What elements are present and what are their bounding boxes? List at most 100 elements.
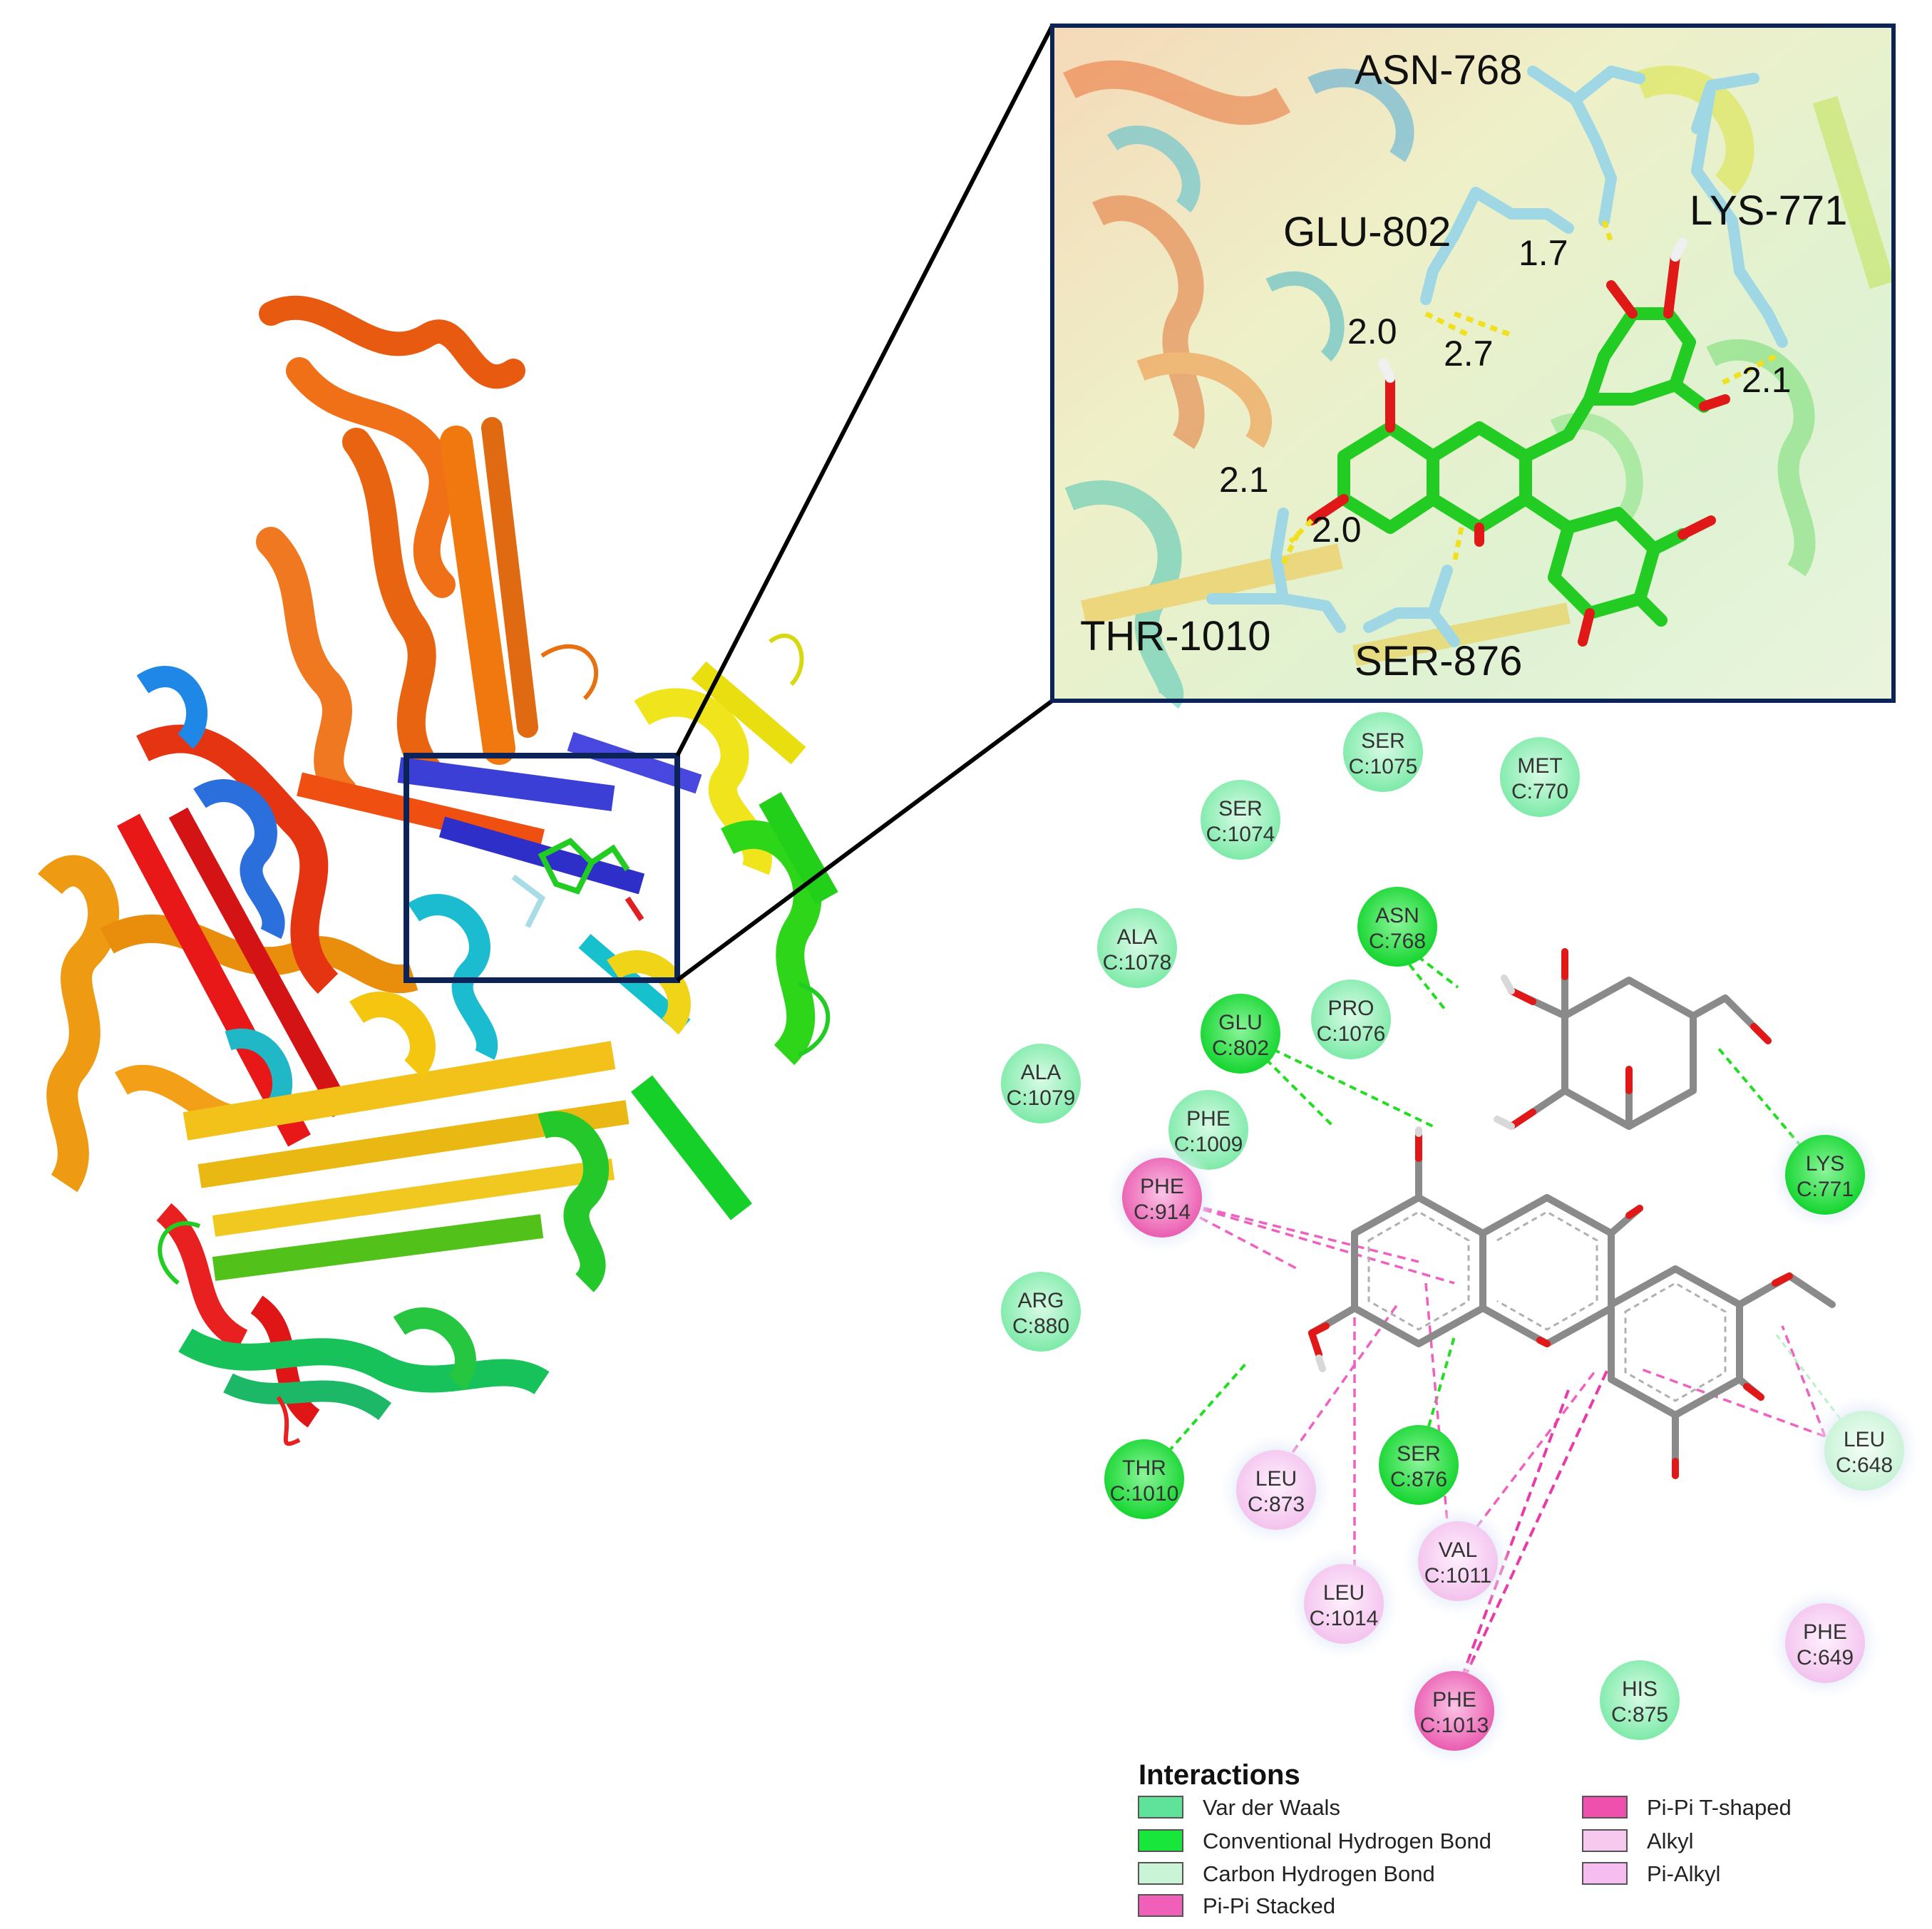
residue-name: LEU (1255, 1467, 1297, 1491)
residue-name: PHE (1803, 1620, 1847, 1644)
legend-label: Conventional Hydrogen Bond (1203, 1828, 1491, 1853)
ribbon-helix-orange-top (256, 295, 538, 806)
residue-disc (1201, 994, 1280, 1074)
legend-item: Carbon Hydrogen Bond (1138, 1861, 1435, 1886)
residue-name: MET (1517, 754, 1562, 778)
residue-id: C:1075 (1349, 755, 1418, 778)
residue-name: THR (1122, 1456, 1166, 1480)
residue-name: ARG (1017, 1289, 1064, 1312)
residue-leu-c648: LEU C:648 (1809, 1395, 1920, 1506)
ligand-aromatic-rings (1367, 1210, 1727, 1402)
residue-name: PHE (1432, 1688, 1476, 1712)
legend-swatch (1582, 1796, 1628, 1819)
legend-label: Var der Waals (1203, 1795, 1340, 1820)
residue-name: PHE (1186, 1107, 1230, 1131)
distance-label: 2.0 (1312, 510, 1362, 550)
residue-name: SER (1397, 1442, 1441, 1466)
zoom-label-ser-876: SER-876 (1355, 638, 1522, 684)
residue-disc (1304, 1564, 1384, 1644)
residue-name: ALA (1117, 925, 1158, 949)
legend-label: Alkyl (1647, 1828, 1693, 1853)
residue-name: ASN (1375, 904, 1419, 927)
legend-item: Pi-Pi Stacked (1138, 1893, 1335, 1918)
residue-name: LYS (1806, 1152, 1844, 1176)
ligand-heteroatoms (1307, 237, 1730, 647)
residue-disc (1097, 908, 1177, 988)
ribbon-core-red (117, 724, 545, 1428)
legend-label: Carbon Hydrogen Bond (1203, 1861, 1435, 1886)
distance-label: 2.1 (1219, 460, 1269, 500)
residue-name: PHE (1140, 1175, 1184, 1198)
zoom-label-asn-768: ASN-768 (1355, 47, 1522, 93)
residue-id: C:1076 (1317, 1022, 1386, 1046)
residue-asn-c768: ASN C:768 (1357, 887, 1437, 967)
legend-item: Pi-Pi T-shaped (1582, 1795, 1792, 1820)
residue-id: C:649 (1797, 1646, 1854, 1670)
ribbon-green (178, 792, 838, 1421)
distance-label: 1.7 (1519, 233, 1568, 273)
distance-label: 2.1 (1742, 360, 1792, 400)
residue-name: LEU (1323, 1581, 1365, 1605)
residue-name: SER (1361, 729, 1405, 753)
residue-id: C:880 (1012, 1315, 1069, 1338)
zoom-frame (1050, 24, 1896, 703)
residue-disc (1785, 1135, 1865, 1215)
residue-id: C:873 (1248, 1493, 1305, 1516)
residue-disc (1201, 780, 1280, 860)
residue-disc (1418, 1521, 1498, 1601)
ligand-skeleton-2d (1308, 948, 1836, 1479)
residue-name: LEU (1844, 1428, 1885, 1451)
zoom-panel: ASN-768 GLU-802 LYS-771 THR-1010 SER-876… (1050, 24, 1896, 709)
residue-id: C:1078 (1103, 951, 1172, 974)
residue-disc (1001, 1044, 1081, 1123)
residue-disc (1600, 1660, 1680, 1740)
residue-disc (1785, 1603, 1865, 1683)
residue-id: C:768 (1369, 930, 1426, 953)
legend-swatch (1582, 1862, 1628, 1885)
residue-disc (1001, 1272, 1081, 1352)
residue-disc (1122, 1158, 1202, 1238)
distance-label: 2.7 (1444, 334, 1494, 374)
legend-swatch (1582, 1829, 1628, 1852)
residue-id: C:648 (1836, 1454, 1893, 1477)
residue-id: C:770 (1511, 780, 1568, 803)
interaction-lines-strong-pi (1449, 1361, 1613, 1708)
residue-id: C:875 (1611, 1703, 1668, 1727)
legend-item: Conventional Hydrogen Bond (1138, 1828, 1491, 1853)
residue-id: C:876 (1390, 1468, 1447, 1491)
residue-name: SER (1218, 797, 1263, 821)
residue-name: GLU (1218, 1011, 1263, 1034)
residue-id: C:1014 (1310, 1607, 1379, 1630)
legend-item: Alkyl (1582, 1828, 1693, 1853)
zoom-label-lys-771: LYS-771 (1690, 187, 1847, 234)
residue-disc (1343, 712, 1423, 792)
residue-disc (1311, 979, 1391, 1059)
legend-title: Interactions (1139, 1759, 1300, 1791)
residue-id: C:914 (1134, 1200, 1191, 1224)
residue-disc (1414, 1671, 1494, 1751)
legend-label: Pi-Pi Stacked (1203, 1893, 1335, 1918)
zoom-connector-top (675, 24, 1054, 757)
legend-swatch (1138, 1894, 1183, 1917)
residue-id: C:1010 (1110, 1482, 1179, 1506)
residue-disc (1357, 887, 1437, 967)
legend-item: Var der Waals (1138, 1795, 1340, 1820)
legend-swatch (1138, 1829, 1183, 1852)
residue-name: PRO (1327, 997, 1374, 1020)
residue-id: C:1074 (1206, 823, 1275, 846)
ligand-atoms-2d (1308, 948, 1793, 1479)
